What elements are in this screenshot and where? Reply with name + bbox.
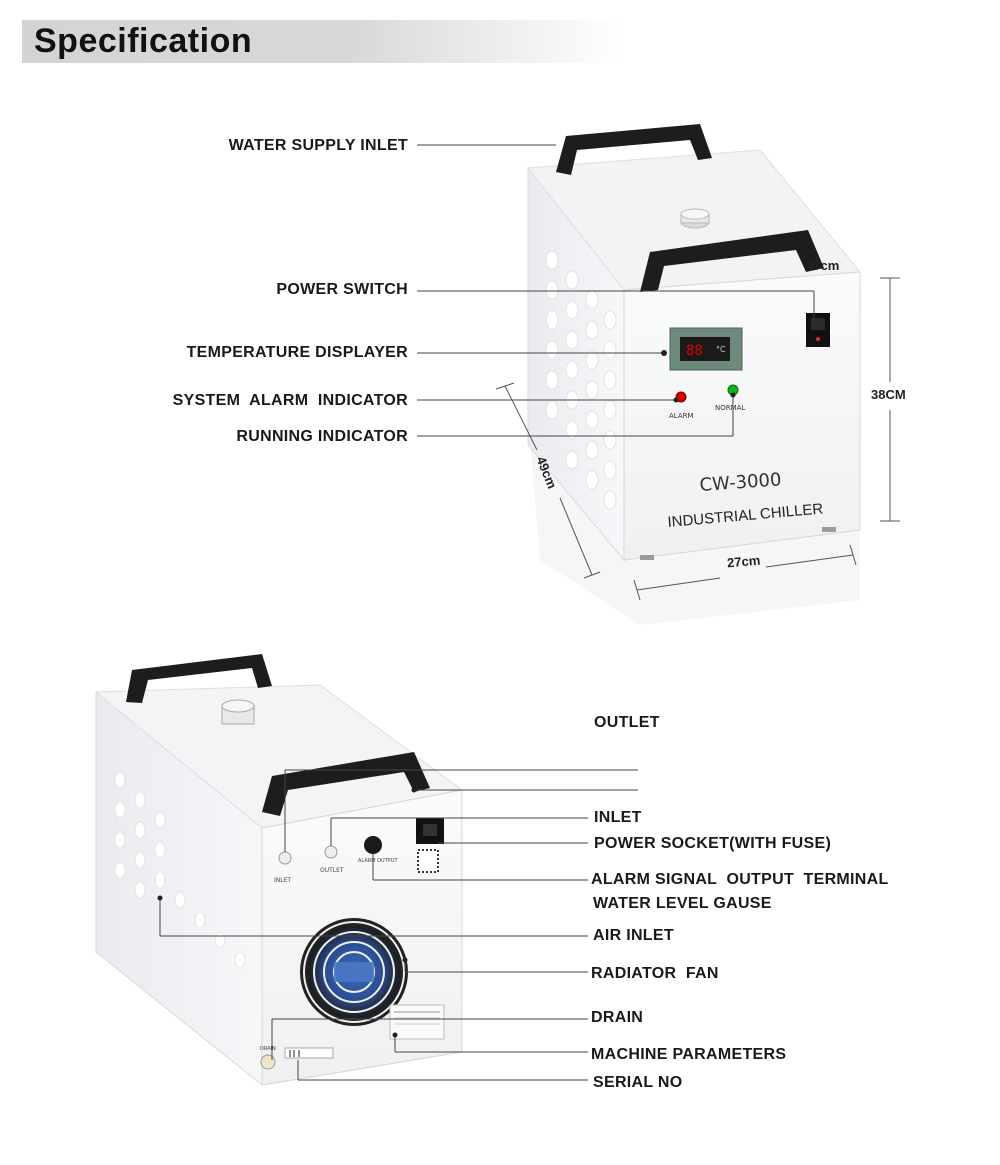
outlet-fitting-icon (324, 845, 338, 859)
svg-text:88: 88 (686, 343, 703, 359)
section-header-bar (22, 20, 622, 63)
label-air-inlet: AIR INLET (593, 927, 674, 944)
normal-panel-label: NORMAL (715, 404, 745, 412)
back-leader-lines (159, 769, 638, 1081)
label-radiator-fan: RADIATOR FAN (591, 965, 719, 982)
label-machine-parameters: MACHINE PARAMETERS (591, 1046, 787, 1063)
handle-icon (556, 124, 712, 175)
serial-label-icon (284, 1047, 334, 1059)
label-drain: DRAIN (591, 1009, 644, 1026)
dimension-width: 27cm (726, 552, 761, 571)
label-inlet: INLET (594, 809, 642, 826)
label-serial-no: SERIAL NO (593, 1074, 683, 1091)
handle-icon (126, 654, 272, 703)
label-alarm-signal-output: ALARM SIGNAL OUTPUT TERMINAL (591, 871, 889, 888)
back-inlet-text: INLET (274, 877, 291, 884)
alarm-led-icon (675, 391, 687, 403)
back-unit (94, 654, 464, 1087)
label-running-indicator: RUNNING INDICATOR (236, 428, 408, 445)
alarm-terminal-icon (364, 836, 382, 854)
power-socket-icon (416, 818, 444, 844)
label-outlet: OUTLET (594, 714, 660, 731)
front-unit: 88 °C (527, 124, 861, 625)
inlet-fitting-icon (278, 851, 292, 865)
power-switch-icon (806, 313, 830, 347)
temperature-display: 88 °C (669, 327, 743, 371)
section-title: Specification (34, 22, 253, 60)
svg-text:°C: °C (716, 345, 726, 354)
handle-icon (640, 230, 824, 292)
front-leader-lines (417, 144, 815, 437)
label-temperature-displayer: TEMPERATURE DISPLAYER (186, 344, 408, 361)
label-water-level-gause: WATER LEVEL GAUSE (593, 895, 772, 912)
drain-fitting-icon (260, 1054, 276, 1070)
label-system-alarm-indicator: SYSTEM ALARM INDICATOR (172, 392, 408, 409)
back-drain-text: DRAIN (260, 1046, 276, 1052)
back-alarm-output-text: ALARM OUTPUT (358, 858, 398, 864)
dimension-lines (495, 277, 900, 601)
label-water-supply-inlet: WATER SUPPLY INLET (228, 137, 408, 154)
alarm-panel-label: ALARM (669, 412, 694, 420)
dimension-height: 38CM (871, 387, 906, 402)
handle-icon (262, 752, 430, 816)
parameter-plate-icon (389, 1004, 445, 1040)
qr-code-icon (417, 849, 439, 873)
label-power-switch: POWER SWITCH (276, 281, 408, 298)
dimension-depth: 47cm (806, 258, 840, 273)
radiator-fan-icon (300, 918, 408, 1026)
label-power-socket: POWER SOCKET(WITH FUSE) (594, 835, 832, 852)
back-outlet-text: OUTLET (320, 867, 344, 874)
